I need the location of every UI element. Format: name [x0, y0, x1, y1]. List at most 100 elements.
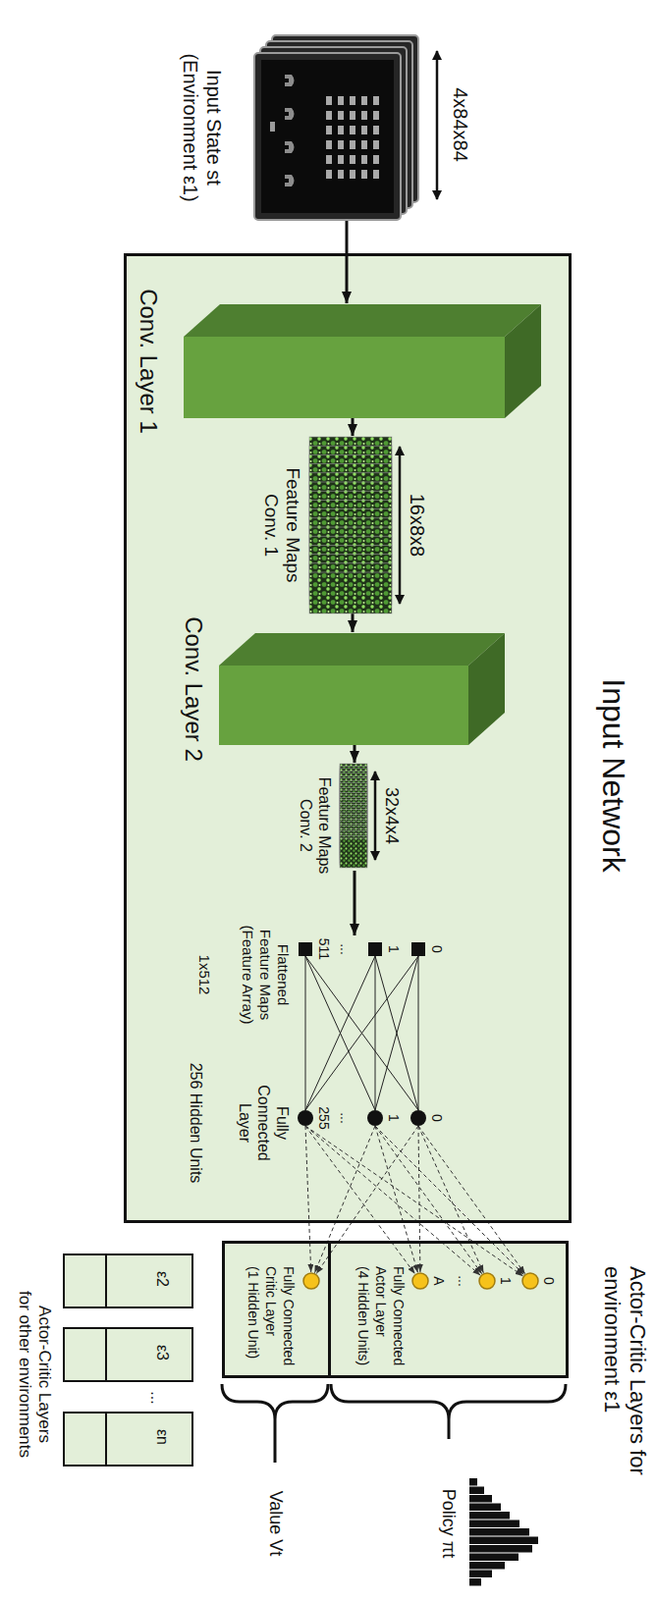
text-slot: 1x512: [195, 935, 214, 1015]
text-slot: ...: [455, 1266, 472, 1297]
text-slot: Feature Maps Conv. 2: [296, 764, 334, 888]
map-stack: [309, 436, 392, 614]
actor-unit: [479, 1273, 495, 1290]
text-slot: 32x4x4: [381, 766, 403, 866]
layer-block: [218, 633, 505, 746]
dimension-label: 4x84x84: [448, 65, 473, 184]
unit-ellipsis: ...: [455, 1266, 472, 1297]
unit-index: 1: [497, 1266, 514, 1297]
head-connection: [305, 1126, 416, 1275]
text-slot: ...: [337, 934, 354, 965]
section-heading: Actor-Critic Layers for environment ε1: [599, 1266, 651, 1478]
group-caption: for other environments: [14, 1276, 35, 1474]
feature-maps: Feature Maps Conv. 2: [339, 764, 368, 869]
dimension-label: 16x8x8: [405, 466, 430, 585]
invader: [337, 140, 344, 150]
critic-unit: [303, 1273, 320, 1290]
text-slot: 0: [429, 934, 445, 965]
layer-block: [183, 304, 542, 419]
group-caption: Actor-Critic Layers: [34, 1276, 55, 1474]
map-stack: [339, 764, 368, 869]
head-connection: [418, 1126, 526, 1275]
hidden-unit: [297, 1110, 314, 1127]
head-connection: [375, 1126, 483, 1275]
node-label: Conv. Layer 2: [179, 593, 208, 786]
unit-index: 0: [429, 1103, 445, 1134]
node-label: ε2: [152, 1254, 172, 1306]
text-slot: Actor-Critic Layers: [34, 1276, 55, 1474]
layer-size: 1x512: [195, 935, 214, 1015]
text-slot: Policy πt: [437, 1474, 460, 1574]
histogram-bar: [469, 1545, 533, 1554]
text-slot: Input State st (Environment ε1): [178, 44, 226, 212]
block-top: [468, 633, 505, 746]
text-slot: Flattened Feature Maps (Feature Array): [238, 922, 292, 1029]
invader: [349, 125, 356, 135]
unit-index: 511: [316, 934, 332, 965]
text-slot: Value Vt: [265, 1474, 287, 1574]
flow-arrow: [351, 418, 355, 437]
node-label: ε3: [152, 1327, 172, 1379]
layer-caption: Fully Connected Layer: [235, 1082, 292, 1165]
node-label: Feature Maps Conv. 1: [260, 451, 304, 600]
environment-box: ε3: [62, 1327, 194, 1383]
player-ship: [270, 121, 275, 132]
value-stem: [273, 1419, 277, 1464]
actor-layer: Fully Connected Actor Layer(4 Hidden Uni…: [330, 1244, 566, 1376]
dense-connections: [305, 956, 419, 1111]
histogram-bar: [469, 1487, 485, 1496]
text-slot: 1: [385, 934, 402, 965]
invader: [326, 96, 332, 106]
unit-index: 0: [429, 934, 445, 965]
policy-brace: [330, 1384, 566, 1420]
block-top: [504, 304, 542, 419]
text-slot: 256 Hidden Units: [186, 1056, 206, 1191]
dense-connection: [375, 956, 377, 1111]
box-divider: [105, 1255, 108, 1308]
text-slot: ε3: [152, 1327, 172, 1379]
environment-box: εn: [62, 1412, 194, 1468]
box-divider: [105, 1329, 108, 1381]
histogram-bar: [469, 1537, 539, 1546]
invader: [373, 140, 380, 150]
network-fill: [123, 253, 572, 1224]
feature-map: [309, 572, 392, 614]
head-connection: [375, 1126, 525, 1276]
feature-unit: [411, 942, 426, 957]
block-side: [183, 304, 542, 337]
invader: [349, 140, 356, 150]
histogram-bar: [469, 1571, 492, 1580]
text-slot: 1: [497, 1266, 514, 1297]
dense-connection: [305, 956, 376, 1111]
text-slot: A: [431, 1266, 447, 1297]
unit-ellipsis: ...: [337, 1103, 354, 1134]
input-state: Input State st (Environment ε1): [254, 35, 419, 220]
histogram-bar: [469, 1528, 530, 1537]
flow-arrow: [351, 613, 355, 633]
head-connection: [305, 1126, 312, 1273]
block-front: [218, 665, 469, 746]
node-label: Input State st (Environment ε1): [178, 44, 226, 212]
text-slot: 4x84x84: [448, 65, 473, 184]
input-frame: [254, 53, 401, 220]
head-connection: [316, 1126, 419, 1275]
text-slot: Conv. Layer 2: [179, 593, 208, 786]
dense-connection: [305, 956, 419, 1111]
invader: [337, 125, 344, 135]
node-label: εn: [152, 1412, 172, 1464]
text-slot: Fully Connected Critic Layer: [262, 1266, 298, 1375]
dense-connection: [375, 956, 419, 1111]
head-connection: [305, 1126, 481, 1276]
node-label: (1 Hidden Unit): [244, 1266, 263, 1375]
shield: [284, 74, 295, 87]
feature-unit: [368, 942, 383, 957]
input-frame: [260, 47, 407, 215]
value-brace: [221, 1384, 328, 1420]
text-slot: (4 Hidden Units): [354, 1266, 373, 1375]
dense-connection: [375, 956, 419, 1111]
invader: [373, 96, 380, 106]
unit-index: 255: [316, 1103, 332, 1134]
text-slot: Actor-Critic Layers for environment ε1: [599, 1266, 651, 1478]
hidden-unit: [410, 1110, 427, 1127]
text-slot: for other environments: [14, 1276, 35, 1474]
